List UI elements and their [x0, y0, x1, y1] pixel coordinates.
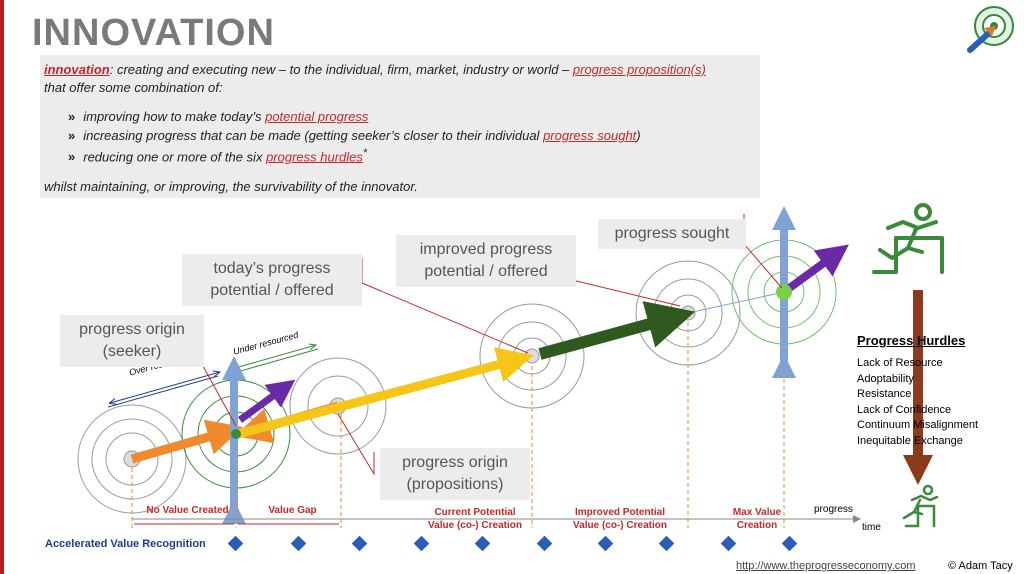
definition-line: innovation: creating and executing new –… — [44, 62, 706, 77]
hurdle-item: Lack of Resource — [857, 357, 943, 369]
left-accent-bar — [0, 0, 4, 574]
current-seeker-dot — [231, 429, 241, 439]
small-hurdle-jumper-icon — [902, 484, 939, 528]
hurdle-item: Lack of Confidence — [857, 404, 952, 416]
improved-progress-dot — [680, 305, 696, 321]
definition-closing: whilst maintaining, or improving, the su… — [44, 179, 418, 194]
definition-text-2: that offer some combination of: — [44, 80, 223, 95]
bullet-item: »reducing one or more of the six progres… — [68, 147, 368, 165]
stage-dividers — [131, 322, 785, 528]
progress-hurdles-link[interactable]: progress hurdles — [266, 149, 363, 165]
potential-progress-link[interactable]: potential progress — [265, 109, 369, 124]
hurdle-item: Adoptability — [857, 373, 914, 385]
todays-progress-arrow — [236, 347, 534, 439]
innovation-term[interactable]: innovation — [44, 62, 110, 77]
page-title: INNOVATION — [32, 12, 275, 54]
value-recognition-diamonds — [227, 535, 798, 552]
progress-sought-label: progress sought — [598, 219, 746, 249]
stage-value-gap: Value Gap — [268, 505, 317, 516]
seeker-progress-arrow — [130, 419, 244, 464]
chevron-right-icon: » — [68, 149, 76, 165]
copyright-text: © Adam Tacy — [948, 560, 1013, 572]
bullet-item: »increasing progress that can be made (g… — [68, 128, 641, 143]
hurdle-item: Inequitable Exchange — [857, 435, 963, 447]
hurdle-jumper-icon — [872, 203, 944, 274]
seeker-purple-arrow — [237, 379, 296, 423]
progress-propositions-link[interactable]: progress proposition(s) — [572, 62, 706, 77]
axis-progress-label: progress — [814, 504, 853, 515]
sought-connector-line — [687, 291, 785, 314]
progress-sought-link[interactable]: progress sought — [543, 128, 637, 143]
progress-origin-propositions-label: progress origin(propositions) — [380, 448, 530, 500]
definition-box — [40, 55, 760, 198]
todays-progress-dot — [524, 348, 540, 364]
progress-hurdles-title: Progress Hurdles — [857, 333, 966, 348]
definition-text: : creating and executing new – to the in… — [109, 62, 573, 77]
progress-sought-dot — [776, 284, 792, 300]
improved-progress-arrow — [538, 301, 696, 360]
bullet-item: »improving how to make today’s potential… — [68, 109, 369, 124]
stage-no-value: No Value Created — [146, 505, 229, 516]
accelerated-value-label: Accelerated Value Recognition — [45, 538, 206, 550]
progress-origin-seeker-label: progress origin(seeker) — [60, 315, 204, 367]
hurdle-item: Resistance — [857, 388, 912, 400]
sought-purple-arrow — [781, 244, 849, 296]
chevron-right-icon: » — [68, 128, 76, 143]
hurdle-item: Continuum Misalignment — [857, 419, 979, 431]
target-logo-icon — [967, 6, 1014, 53]
website-link[interactable]: http://www.theprogresseconomy.com — [736, 560, 916, 572]
axis-time-label: time — [862, 522, 881, 533]
chevron-right-icon: » — [68, 109, 76, 124]
over-resourced-arrow — [110, 372, 220, 403]
